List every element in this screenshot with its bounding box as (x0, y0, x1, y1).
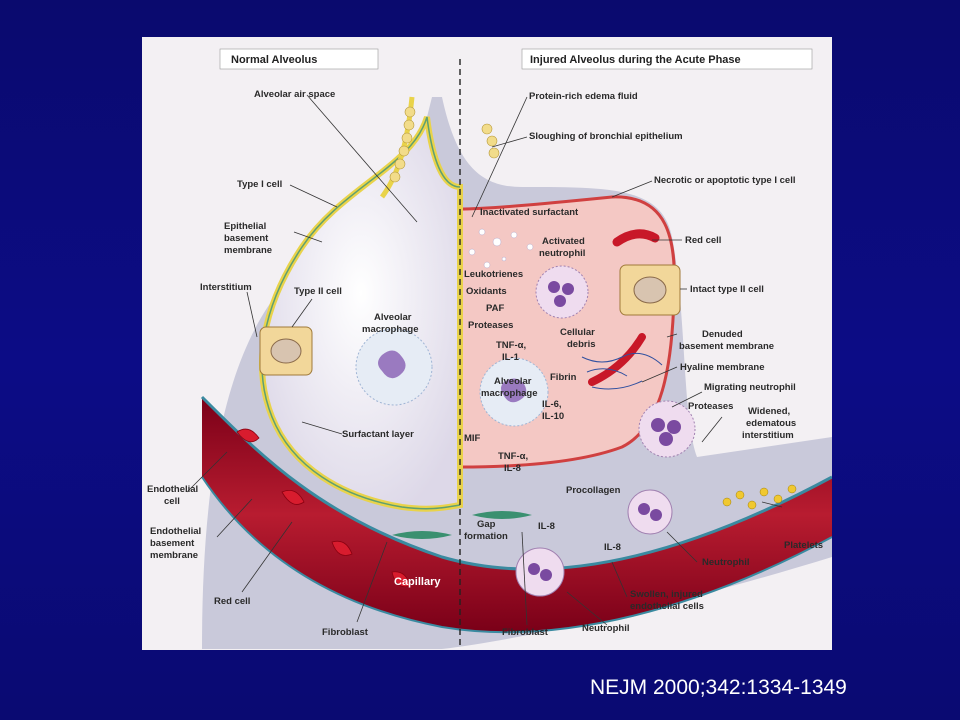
label-red-cell-left: Red cell (214, 596, 250, 607)
right-title-box (521, 48, 813, 70)
label-cellular-debris-1: Cellular (560, 327, 595, 338)
label-platelets: Platelets (784, 540, 823, 551)
label-swollen-1: Swollen, injured (630, 589, 703, 600)
label-endothelial-cell-2: cell (164, 496, 180, 507)
label-leukotrienes: Leukotrienes (464, 269, 523, 280)
label-epithelial-bm-1: Epithelial (224, 221, 266, 232)
label-epithelial-bm-2: basement (224, 233, 269, 244)
label-fibrin: Fibrin (550, 372, 577, 383)
capillary (202, 397, 832, 633)
label-il8-a: IL-8 (538, 521, 555, 532)
label-red-cell-right: Red cell (685, 235, 721, 246)
label-sloughing: Sloughing of bronchial epithelium (529, 131, 683, 142)
label-inactivated-surfactant: Inactivated surfactant (480, 207, 579, 218)
label-migrating-neutrophil: Migrating neutrophil (704, 382, 796, 393)
label-neutrophil-a: Neutrophil (702, 557, 750, 568)
label-widened-1: Widened, (748, 406, 790, 417)
label-procollagen: Procollagen (566, 485, 621, 496)
label-denuded-bm-1: Denuded (702, 329, 743, 340)
label-gap-formation-2: formation (464, 531, 508, 542)
activated-neutrophil (535, 265, 589, 319)
label-paf: PAF (486, 303, 504, 314)
label-fibroblast-left: Fibroblast (322, 627, 369, 638)
label-intact-type-ii: Intact type II cell (690, 284, 764, 295)
label-widened-3: interstitium (742, 430, 794, 441)
label-proteases: Proteases (468, 320, 513, 331)
label-hyaline-membrane: Hyaline membrane (680, 362, 764, 373)
label-tnf-il1-2: IL-1 (502, 352, 520, 363)
label-alveolar-macrophage-2: macrophage (362, 324, 419, 335)
label-cellular-debris-2: debris (567, 339, 596, 350)
label-endothelial-cell-1: Endothelial (147, 484, 198, 495)
left-title-box (219, 48, 379, 70)
label-activated-neutrophil-2: neutrophil (539, 248, 585, 259)
label-surfactant-layer: Surfactant layer (342, 429, 414, 440)
label-endothelial-bm-1: Endothelial (150, 526, 201, 537)
label-proteases-2: Proteases (688, 401, 733, 412)
label-il8-b: IL-8 (604, 542, 621, 553)
label-gap-formation-1: Gap (477, 519, 496, 530)
label-neutrophil-b: Neutrophil (582, 623, 630, 634)
ards-diagram: Normal Alveolus Injured Alveolus during … (142, 37, 832, 650)
label-alveolar-macrophage-right-1: Alveolar (494, 376, 532, 387)
label-endothelial-bm-3: membrane (150, 550, 198, 561)
label-alveolar-macrophage-1: Alveolar (374, 312, 412, 323)
label-protein-rich-edema: Protein-rich edema fluid (529, 91, 638, 102)
migrating-neutrophil (638, 400, 696, 458)
label-type-ii-cell: Type II cell (294, 286, 342, 297)
label-tnf-il8-2: IL-8 (504, 463, 521, 474)
label-tnf-il8-1: TNF-α, (498, 451, 528, 462)
label-widened-2: edematous (746, 418, 796, 429)
label-swollen-2: endothelial cells (630, 601, 704, 612)
neutrophil-capillary-a (627, 489, 673, 535)
label-il6-il10-2: IL-10 (542, 411, 564, 422)
label-tnf-il1-1: TNF-α, (496, 340, 526, 351)
label-type-i-cell: Type I cell (237, 179, 282, 190)
label-alveolar-macrophage-right-2: macrophage (481, 388, 538, 399)
label-endothelial-bm-2: basement (150, 538, 195, 549)
label-mif: MIF (464, 433, 481, 444)
label-necrotic: Necrotic or apoptotic type I cell (654, 175, 795, 186)
label-activated-neutrophil-1: Activated (542, 236, 585, 247)
label-interstitium: Interstitium (200, 282, 252, 293)
label-alveolar-air-space: Alveolar air space (254, 89, 335, 100)
label-denuded-bm-2: basement membrane (679, 341, 774, 352)
citation: NEJM 2000;342:1334-1349 (590, 676, 847, 699)
label-epithelial-bm-3: membrane (224, 245, 272, 256)
label-oxidants: Oxidants (466, 286, 507, 297)
right-panel-title: Injured Alveolus during the Acute Phase (530, 54, 741, 66)
label-il6-il10-1: IL-6, (542, 399, 562, 410)
left-panel-title: Normal Alveolus (231, 54, 317, 66)
label-capillary: Capillary (394, 576, 441, 588)
label-fibroblast-right: Fibroblast (502, 627, 549, 638)
neutrophil-capillary-b (515, 547, 565, 597)
